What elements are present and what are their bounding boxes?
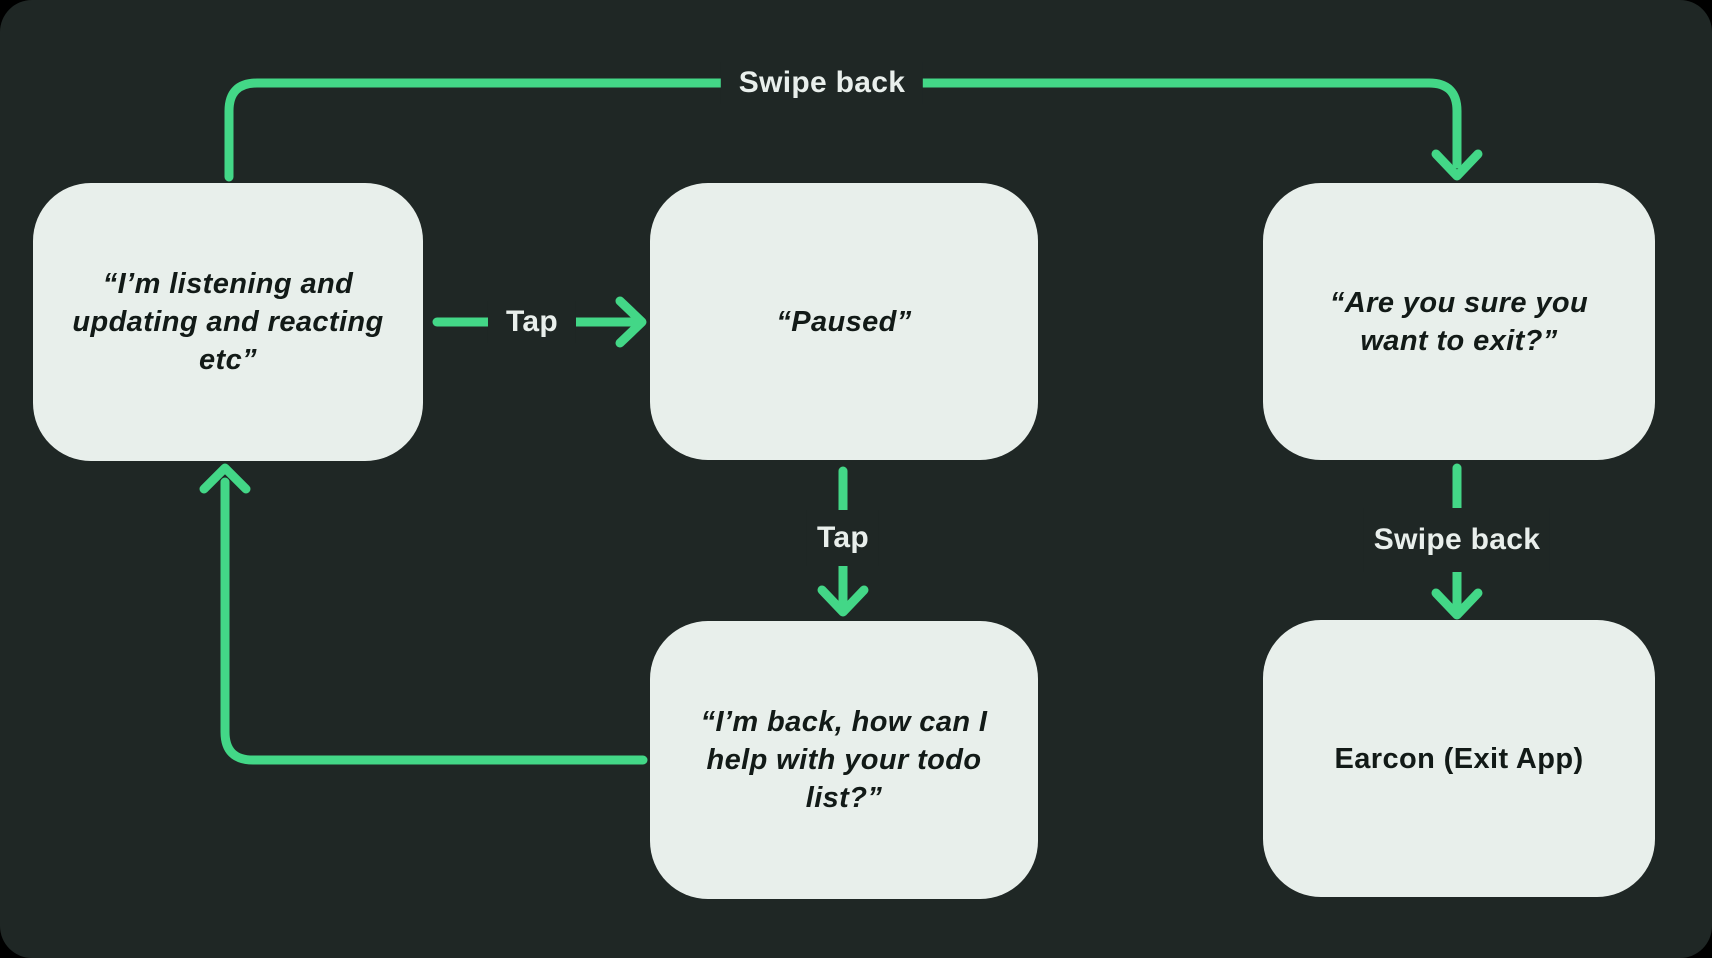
node-text-line: “Are you sure you <box>1329 286 1589 319</box>
edge-swipe-back-top-arrowhead-icon <box>1431 149 1483 181</box>
node-text-line: list?” <box>805 782 883 814</box>
edge-label-swipe-back-top: Swipe back <box>720 62 924 104</box>
edge-label-swipe-back-down: Swipe back <box>1363 508 1551 572</box>
node-text-line: help with your todo <box>706 744 982 776</box>
edge-swipe-back-down-arrowhead-icon <box>1431 588 1483 620</box>
node-text-line: Earcon (Exit App) <box>1334 742 1584 775</box>
edge-tap-down-arrowhead-icon <box>817 585 869 617</box>
edge-loop-back-arrowhead-icon <box>199 463 251 494</box>
edge-label-tap-down: Tap <box>806 510 880 566</box>
edge-tap-right-arrowhead-icon <box>615 296 647 348</box>
edge-loop-back-line <box>220 477 648 765</box>
node-text-line: updating and reacting <box>72 306 384 338</box>
node-paused: “Paused” <box>650 183 1038 460</box>
node-text-line: etc” <box>198 344 257 376</box>
node-back-helping: “I’m back, how can I help with your todo l… <box>650 621 1038 899</box>
node-earcon: Earcon (Exit App) <box>1263 620 1655 897</box>
node-exit-confirm: “Are you sure you want to exit?” <box>1263 183 1655 460</box>
node-text-line: want to exit?” <box>1360 324 1558 357</box>
node-listening: “I’m listening and updating and reacting e… <box>33 183 423 461</box>
node-text-line: “I’m back, how can I <box>700 706 988 738</box>
node-text-line: “Paused” <box>776 305 912 338</box>
edge-label-tap-right: Tap <box>487 301 577 343</box>
node-text-line: “I’m listening and <box>102 268 354 300</box>
